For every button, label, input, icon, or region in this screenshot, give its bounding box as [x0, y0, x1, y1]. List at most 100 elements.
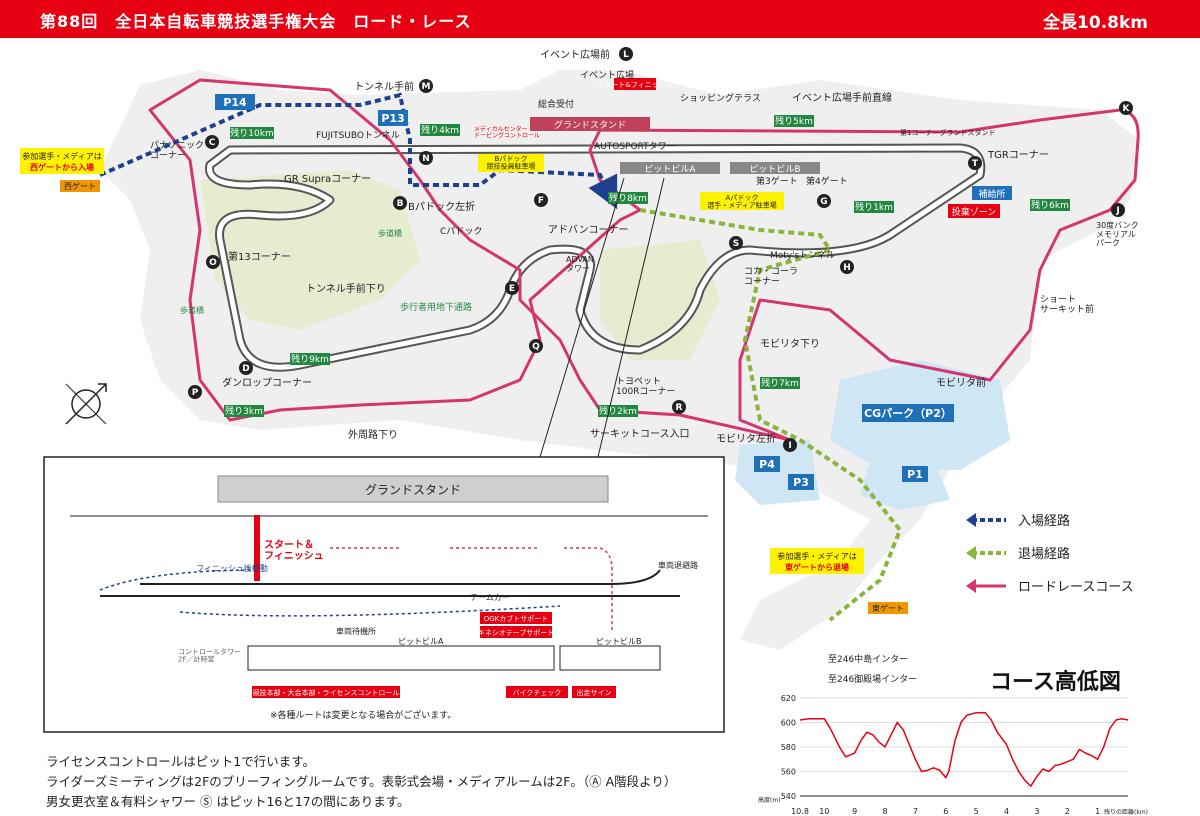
point-i: I — [783, 438, 797, 452]
svg-text:残り3km: 残り3km — [225, 405, 263, 417]
x-tick-label: 1 — [1095, 807, 1100, 816]
point-c: C — [205, 135, 219, 149]
label-tunnel-front: トンネル手前 — [354, 80, 414, 93]
parking-p13: P13 — [378, 110, 408, 126]
feed-zone-labels: 補給所 投棄ゾーン — [948, 186, 1012, 218]
svg-text:P14: P14 — [223, 96, 247, 109]
svg-text:残り9km: 残り9km — [291, 353, 329, 365]
inset-pit-a: ピットビルA — [398, 637, 444, 646]
svg-text:残り4km: 残り4km — [421, 124, 459, 136]
svg-text:東ゲート: 東ゲート — [872, 603, 904, 613]
note-line-1: ライセンスコントロールはピット1で行います。 — [46, 754, 315, 769]
svg-text:R: R — [676, 403, 683, 413]
inner-grass-2 — [600, 240, 720, 360]
label-circuit-entrance: サーキットコース入口 — [590, 428, 690, 440]
label-feed-zone: 補給所 — [978, 188, 1005, 200]
inset-officials: 競技本部・大会本部・ライセンスコントロール — [253, 688, 400, 697]
label-gr-supra: GR Supraコーナー — [284, 173, 371, 185]
svg-text:メディカルセンタードーピングコントロール: メディカルセンタードーピングコントロール — [474, 125, 540, 140]
inset-detail: グランドスタンド スタート＆フィニッシュ フィニッシュ後移動 車両退避路 チーム… — [43, 456, 725, 733]
point-markers: L M N C B F O E Q D P R S G H T K J I — [188, 47, 1133, 452]
x-tick-label: 8 — [882, 807, 887, 816]
east-gate-note: 参加選手・メディアは 東ゲートから退場 東ゲート — [770, 548, 908, 614]
x-tick-label: 7 — [913, 807, 918, 816]
point-b: B — [393, 196, 407, 210]
label-pedestrian-bridge: 歩道橋 — [378, 228, 402, 238]
point-t: T — [968, 156, 982, 170]
label-coca-cola: コカ・コーラコーナー — [744, 266, 798, 287]
svg-text:残り8km: 残り8km — [609, 192, 647, 204]
point-g: G — [817, 194, 831, 208]
label-pedestrian-bridge-2: 歩道橋 — [180, 305, 204, 315]
svg-text:西ゲート: 西ゲート — [64, 181, 96, 191]
y-tick-label: 580 — [781, 743, 796, 752]
svg-text:C: C — [209, 138, 216, 148]
pit-a-label: ピットビルA — [644, 164, 696, 175]
inset-pointer-left — [539, 177, 625, 458]
elevation-line — [799, 711, 1129, 788]
svg-text:CGパーク（P2）: CGパーク（P2） — [864, 407, 952, 420]
inset-kinesio: キネシオテープサポート — [478, 629, 555, 637]
svg-text:P: P — [192, 388, 199, 398]
label-shopping: ショッピングテラス — [680, 92, 761, 104]
parking-p4: P4 — [754, 456, 780, 472]
point-h: H — [840, 260, 854, 274]
pit-b-label: ピットビルB — [749, 164, 800, 175]
label-event-plaza-l: イベント広場前 — [540, 48, 610, 61]
svg-text:西ゲートから入場: 西ゲートから入場 — [30, 162, 94, 172]
svg-text:残り10km: 残り10km — [230, 127, 273, 139]
svg-text:東ゲートから退場: 東ゲートから退場 — [785, 562, 849, 572]
label-gate4: 第4ゲート — [806, 175, 848, 187]
inset-grandstand: グランドスタンド — [365, 483, 461, 497]
badge-r2: 残り2km — [598, 405, 638, 417]
point-e: E — [505, 281, 519, 295]
legend: 入場経路 退場経路 ロードレースコース — [966, 513, 1134, 595]
svg-text:S: S — [733, 239, 739, 249]
svg-text:残り2km: 残り2km — [599, 405, 637, 417]
y-tick-label: 620 — [781, 694, 796, 703]
map-text-labels: イベント広場前 トンネル手前 イベント広場 総合受付 ショッピングテラス イベン… — [150, 48, 1139, 685]
inset-note: ※各種ルートは変更となる場合がございます。 — [270, 709, 456, 721]
inset-team-car: チームカー — [470, 593, 510, 602]
elevation-xlabel: 残りの距離(km) — [1104, 808, 1148, 816]
label-b-paddock-left: Bパドック左折 — [408, 200, 475, 213]
x-tick-label: 9 — [852, 807, 857, 816]
legend-entry: 入場経路 — [1018, 513, 1070, 529]
grandstand-label: グランドスタンド — [554, 119, 626, 131]
label-mobility-front: モビリタ前 — [936, 376, 986, 389]
label-fujitsubo: FUJITSUBOトンネル — [316, 130, 400, 141]
svg-text:P1: P1 — [907, 468, 923, 481]
label-grandstand1: 第1コーナーグランドスタンド — [900, 128, 995, 137]
notes: ライセンスコントロールはピット1で行います。 ライダーズミーティングは2Fのブリ… — [46, 752, 676, 812]
label-event-straight: イベント広場手前直線 — [792, 91, 892, 104]
badge-r6: 残り6km — [1030, 199, 1070, 211]
inset-ogk: OGKカブトサポート — [484, 614, 549, 623]
x-tick-label: 2 — [1065, 807, 1070, 816]
svg-text:N: N — [422, 154, 430, 164]
badge-r7: 残り7km — [760, 377, 800, 389]
pit-building-b — [730, 162, 820, 174]
inset-start-finish: スタート＆フィニッシュ — [264, 539, 324, 562]
paddock-parking: Bパドック競技役員駐車場 Aパドック選手・メディア駐車場 メディカルセンタードー… — [474, 125, 784, 210]
point-q: Q — [529, 339, 543, 353]
x-tick-label: 3 — [1034, 807, 1039, 816]
svg-text:参加選手・メディアは: 参加選手・メディアは — [777, 551, 856, 561]
point-m: M — [419, 79, 433, 93]
point-s: S — [729, 236, 743, 250]
y-tick-label: 540 — [781, 792, 796, 801]
svg-text:D: D — [242, 364, 249, 374]
parking-p1: P1 — [902, 466, 928, 482]
inset-bike-check: バイクチェック — [513, 689, 562, 697]
point-d: D — [239, 361, 253, 375]
circuit-track-inner — [207, 145, 984, 370]
elevation-chart-title: コース高低図 — [990, 670, 1121, 695]
svg-text:残り5km: 残り5km — [775, 115, 813, 127]
parking-labels: P14 P13 CGパーク（P2） P1 P4 P3 — [215, 94, 954, 490]
svg-text:残り6km: 残り6km — [1031, 199, 1069, 211]
lake-p3p4 — [735, 440, 820, 505]
